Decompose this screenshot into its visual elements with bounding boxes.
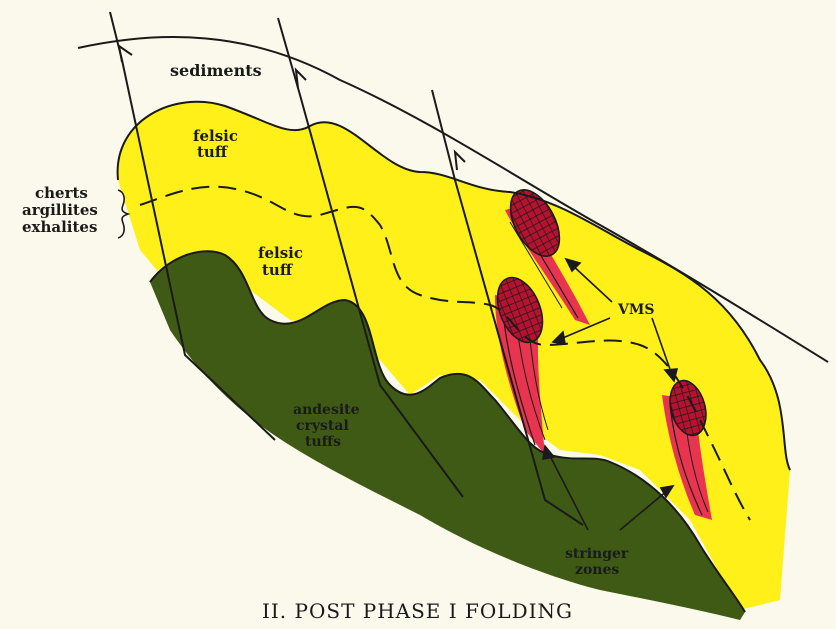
fault-1-arrow (119, 46, 132, 62)
label-andesite-2: crystal (296, 418, 349, 434)
figure-caption: II. POST PHASE I FOLDING (262, 599, 573, 623)
label-stringer-2: zones (575, 562, 619, 578)
label-sediments: sediments (170, 61, 262, 80)
fault-2-arrow (296, 70, 306, 88)
label-felsic-upper-2: tuff (197, 143, 229, 161)
label-felsic-lower-1: felsic (258, 244, 303, 262)
label-stringer-1: stringer (565, 546, 629, 562)
fault-3-arrow (455, 152, 465, 170)
label-vms: VMS (617, 302, 654, 318)
label-andesite-3: tuffs (305, 434, 341, 450)
label-argillites: argillites (22, 201, 98, 219)
label-exhalites: exhalites (22, 218, 97, 236)
label-cherts: cherts (35, 184, 88, 202)
label-felsic-lower-2: tuff (262, 261, 294, 279)
label-andesite-1: andesite (293, 402, 360, 418)
